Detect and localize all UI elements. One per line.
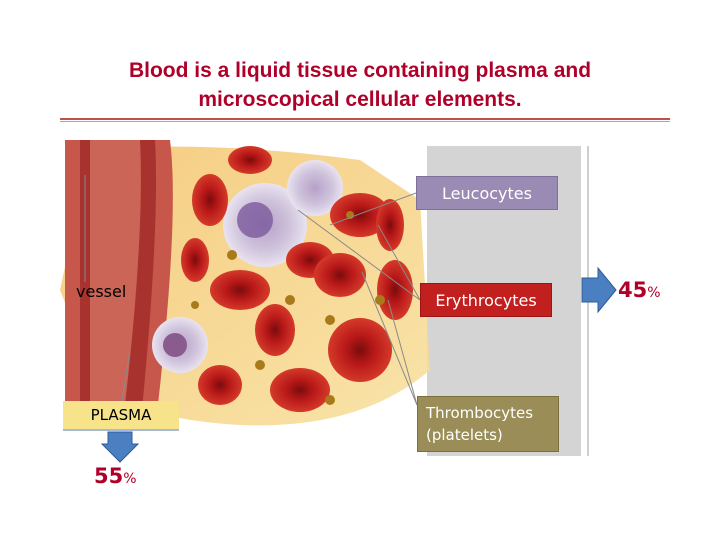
title-line-2: microscopical cellular elements. (198, 88, 522, 111)
percent-sign: % (123, 471, 137, 487)
cells-percentage-value: 45 (618, 278, 648, 302)
title-line-1: Blood is a liquid tissue containing plas… (128, 59, 592, 82)
right-arrow-icon (581, 266, 617, 314)
plasma-label: PLASMA (63, 401, 179, 431)
cells-percentage: 45% (618, 278, 661, 302)
title-divider (60, 118, 670, 123)
plasma-percentage: 55% (94, 464, 137, 488)
erythrocytes-label: Erythrocytes (420, 283, 552, 317)
leucocytes-label: Leucocytes (416, 176, 558, 210)
plasma-percentage-value: 55 (94, 464, 124, 488)
thrombocytes-label-line-1: Thrombocytes (426, 404, 534, 422)
slide-title: Blood is a liquid tissue containing plas… (60, 56, 660, 114)
thrombocytes-label-line-2: (platelets) (426, 426, 503, 444)
down-arrow-icon (100, 431, 140, 463)
thrombocytes-label: Thrombocytes (platelets) (417, 396, 559, 452)
vessel-label: vessel (76, 282, 127, 301)
percent-sign: % (647, 285, 661, 301)
